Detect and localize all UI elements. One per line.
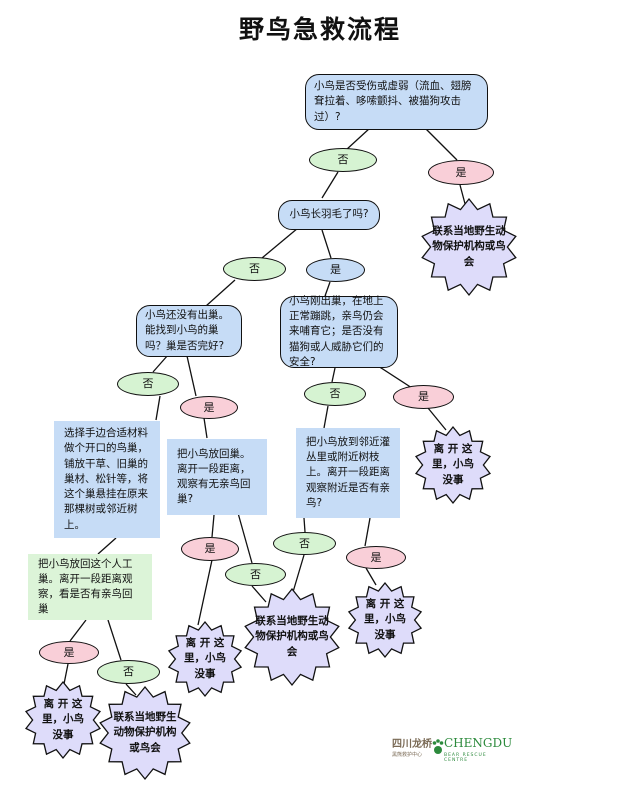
- end-leave-artificial: 离 开 这 里，小鸟 没事: [23, 680, 103, 760]
- burst-polygon: [347, 581, 423, 659]
- end-text: 联系当地野生动物保护机构或鸟会: [255, 615, 329, 658]
- instruction-bush: 把小鸟放到邻近灌丛里或附近树枝上。离开一段距离观察附近是否有亲鸟?: [296, 428, 400, 518]
- label-no-bush: 否: [273, 532, 336, 555]
- burst-shape: [244, 587, 340, 687]
- burst-polygon: [99, 685, 191, 781]
- end-text: 离 开 这 里，小鸟 没事: [364, 598, 406, 641]
- burst-polygon: [167, 620, 243, 698]
- end-leave-bush: 离 开 这 里，小鸟 没事: [346, 581, 424, 659]
- end-text: 联系当地野生动物保护机构或鸟会: [432, 225, 506, 268]
- end-text: 联系当地野生动物保护机构或鸟会: [113, 711, 177, 754]
- question-feathers: 小鸟长羽毛了吗?: [278, 200, 380, 230]
- label-no-q4: 否: [304, 382, 366, 406]
- label-no-q1: 否: [309, 148, 377, 172]
- burst-shape: [167, 620, 243, 698]
- instruction-make-nest: 选择手边合适材料做个开口的鸟巢，铺放干草、旧巢的巢材、松针等，将这个巢悬挂在原来…: [54, 421, 160, 538]
- rescue-centre-logo: 四川龙桥 黑熊救护中心 CHENGDU BEAR RESCUE CENTRE: [392, 733, 512, 763]
- paw-icon: [432, 739, 444, 754]
- burst-shape: [24, 680, 102, 760]
- logo-english-subtitle: BEAR RESCUE CENTRE: [444, 753, 487, 763]
- label-yes-bush: 是: [346, 546, 406, 569]
- label-yes-putback: 是: [181, 537, 239, 561]
- label-no-artificial: 否: [97, 660, 160, 684]
- end-contact-artificial: 联系当地野生动物保护机构或鸟会: [97, 685, 193, 781]
- burst-polygon: [414, 425, 492, 505]
- question-fledgling-safe: 小鸟刚出巢，在地上正常蹦跳，亲鸟仍会来哺育它；是否没有猫狗或人威胁它们的安全?: [280, 295, 398, 368]
- label-no-q2: 否: [223, 257, 286, 281]
- label-no-q3: 否: [117, 372, 179, 396]
- end-text: 离 开 这 里，小鸟 没事: [184, 637, 226, 680]
- burst-polygon: [24, 680, 102, 760]
- end-contact-bush: 联系当地野生动物保护机构或鸟会: [242, 587, 342, 687]
- logo-chinese-name: 四川龙桥: [392, 739, 432, 750]
- label-yes-q1: 是: [428, 160, 494, 185]
- burst-shape: [414, 425, 492, 505]
- end-text: 离 开 这 里，小鸟 没事: [432, 443, 474, 486]
- question-nest-found: 小鸟还没有出巢。能找到小鸟的巢吗？巢是否完好?: [136, 305, 242, 357]
- burst-polygon: [421, 197, 517, 297]
- instruction-put-back: 把小鸟放回巢。离开一段距离，观察有无亲鸟回巢?: [167, 439, 267, 515]
- end-text: 离 开 这 里，小鸟 没事: [42, 698, 84, 741]
- instruction-artificial-nest: 把小鸟放回这个人工巢。离开一段距离观察，看是否有亲鸟回巢: [28, 554, 152, 620]
- label-yes-q4: 是: [393, 385, 454, 409]
- burst-shape: [347, 581, 423, 659]
- question-injured: 小鸟是否受伤或虚弱（流血、翅膀耷拉着、哆嗦颤抖、被猫狗攻击过）?: [305, 74, 488, 130]
- burst-shape: [421, 197, 517, 297]
- label-yes-q3: 是: [180, 396, 238, 419]
- label-no-putback: 否: [225, 563, 286, 586]
- label-yes-q2: 是: [306, 258, 365, 282]
- end-contact-top: 联系当地野生动物保护机构或鸟会: [419, 197, 519, 297]
- burst-shape: [99, 685, 191, 781]
- burst-polygon: [244, 587, 340, 687]
- logo-chinese-subtitle: 黑熊救护中心: [392, 752, 423, 758]
- end-leave-putback: 离 开 这 里，小鸟 没事: [166, 620, 244, 698]
- page-title: 野鸟急救流程: [238, 15, 401, 44]
- end-leave-right: 离 开 这 里，小鸟 没事: [413, 425, 493, 505]
- label-yes-artificial: 是: [39, 641, 99, 664]
- logo-english-name: CHENGDU: [444, 736, 513, 750]
